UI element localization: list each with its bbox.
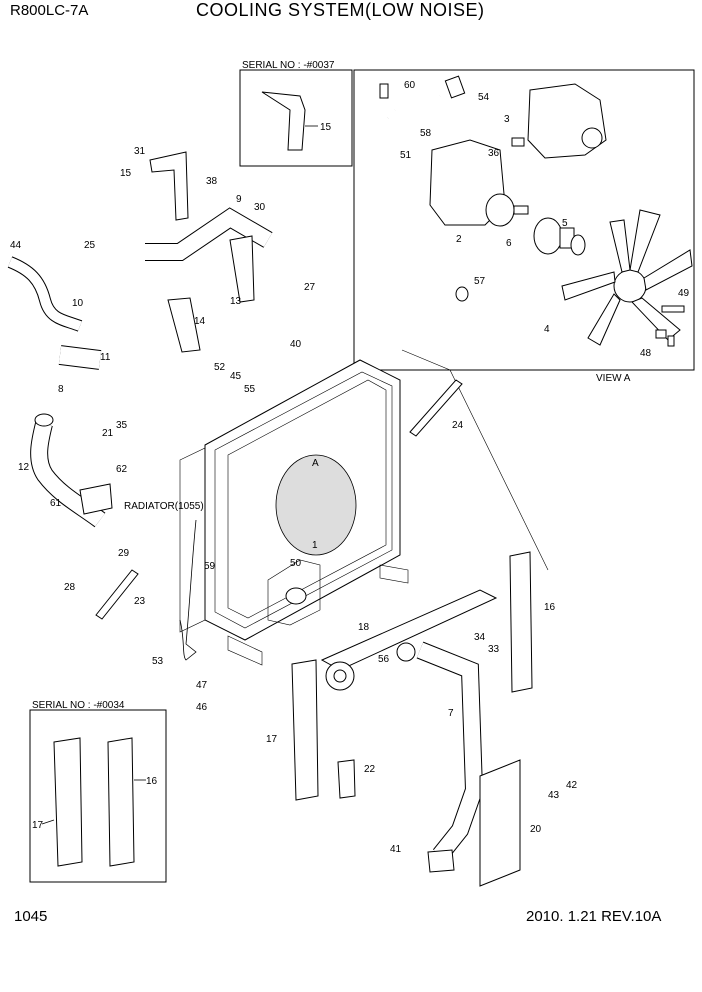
callout-27: 27 [304,282,316,293]
callout-38: 38 [206,176,218,187]
hoses-left [7,256,113,528]
callout-24: 24 [452,420,464,431]
callout-34: 34 [474,632,486,643]
section-marker-a: A [312,458,319,469]
callout-35: 35 [116,420,128,431]
serial-inset-bottom: SERIAL NO : -#0034 17 16 [29,700,167,883]
callout-61: 61 [50,498,62,509]
callout-60: 60 [404,80,416,91]
view-a-inset: VIEW A [353,69,695,384]
callout-62: 62 [116,464,128,475]
callout-5: 5 [562,218,568,229]
callout-59: 59 [204,561,216,572]
callout-7: 7 [448,708,454,719]
callout-3: 3 [504,114,510,125]
callout-43: 43 [548,790,560,801]
callout-44: 44 [10,240,22,251]
callout-57: 57 [474,276,486,287]
callout-15-inset: 15 [320,122,332,133]
callout-58: 58 [420,128,432,139]
callout-14: 14 [194,316,206,327]
callout-48: 48 [640,348,652,359]
callout-11: 11 [100,352,111,363]
callout-16: 16 [544,602,556,613]
page-number: 1045 [14,908,48,925]
callout-41: 41 [390,844,402,855]
serial-bottom-label: SERIAL NO : -#0034 [32,700,125,711]
callout-46: 46 [196,702,208,713]
callout-22: 22 [364,764,376,775]
callout-2: 2 [456,234,462,245]
callout-18: 18 [358,622,370,633]
callout-6: 6 [506,238,512,249]
callout-31: 31 [134,146,146,157]
page-title: COOLING SYSTEM(LOW NOISE) [196,0,485,20]
callout-50: 50 [290,558,302,569]
callout-4: 4 [544,324,550,335]
callout-52: 52 [214,362,226,373]
callout-54: 54 [478,92,490,103]
model-code: R800LC-7A [10,2,89,19]
callout-51: 51 [400,150,412,161]
upper-pipe [145,151,273,353]
callout-42: 42 [566,780,578,791]
callout-12: 12 [18,462,30,473]
callout-30: 30 [254,202,266,213]
coupling [533,217,563,255]
callout-29: 29 [118,548,130,559]
cooling-fan [561,209,693,346]
callout-55: 55 [244,384,256,395]
callout-15: 15 [120,168,132,179]
callout-33: 33 [488,644,500,655]
callout-49: 49 [678,288,690,299]
callout-45: 45 [230,371,242,382]
callout-labels: 1234567891011121314151617182021222324252… [10,80,690,855]
fan-shroud-opening [275,454,357,556]
callout-17: 17 [266,734,278,745]
callout-28: 28 [64,582,76,593]
date-revision: 2010. 1.21 REV.10A [526,908,662,925]
callout-21: 21 [102,428,114,439]
callout-1: 1 [312,540,318,551]
radiator-assembly: A RADIATOR(1055) [124,359,409,666]
callout-40: 40 [290,339,302,350]
serial-top-label: SERIAL NO : -#0037 [242,60,335,71]
svg-text:17: 17 [32,820,44,831]
callout-56: 56 [378,654,390,665]
callout-9: 9 [236,194,242,205]
callout-47: 47 [196,680,208,691]
callout-8: 8 [58,384,64,395]
serial-inset-top: SERIAL NO : -#0037 15 [239,60,353,167]
view-a-label: VIEW A [596,373,631,384]
callout-10: 10 [72,298,84,309]
callout-36: 36 [488,148,500,159]
support-frame [95,349,549,887]
callout-23: 23 [134,596,146,607]
callout-20: 20 [530,824,542,835]
callout-53: 53 [152,656,164,667]
callout-13: 13 [230,296,242,307]
radiator-label: RADIATOR(1055) [124,501,204,512]
svg-text:16: 16 [146,776,158,787]
callout-25: 25 [84,240,96,251]
